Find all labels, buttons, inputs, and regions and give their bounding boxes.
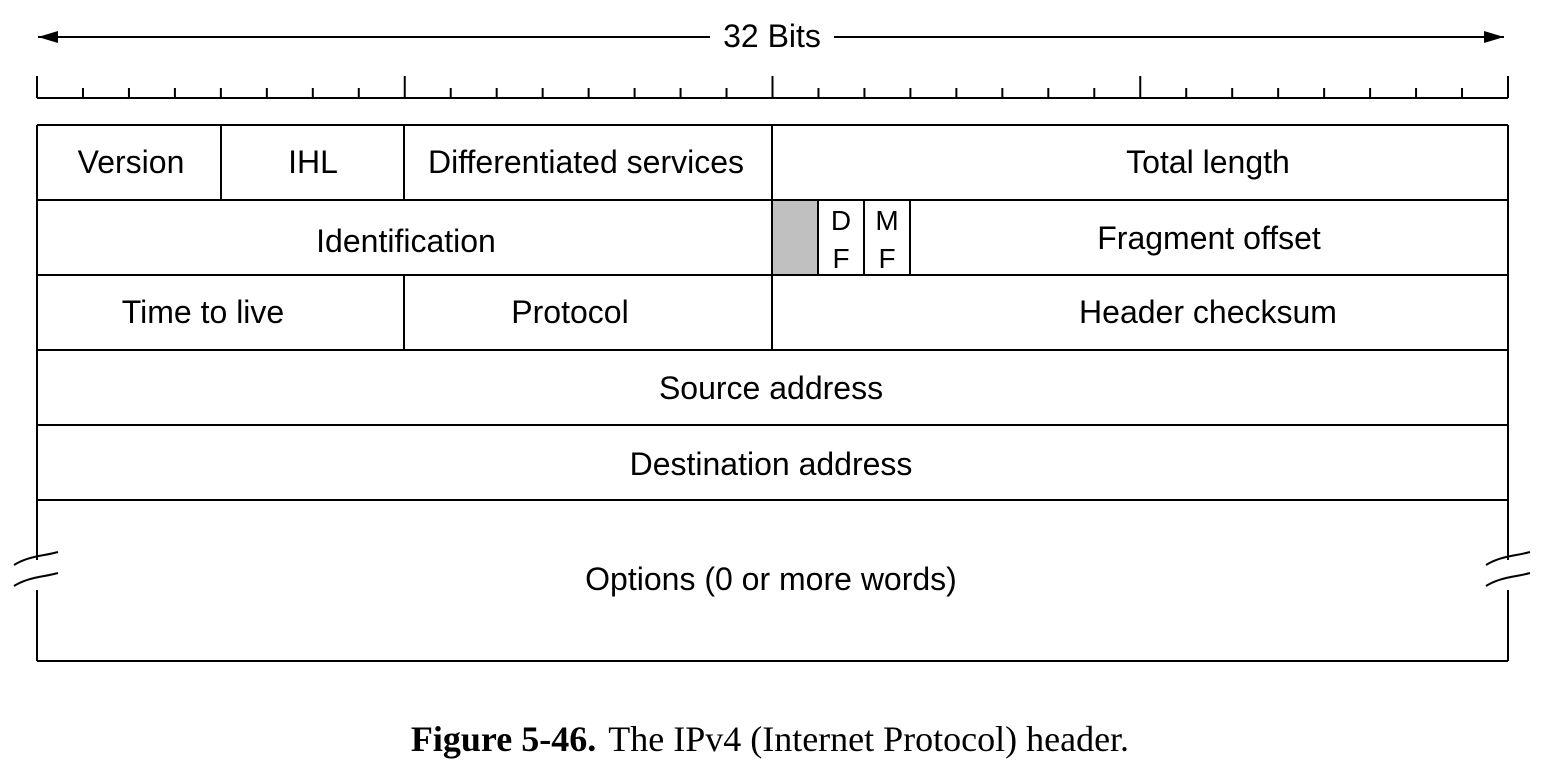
field-mf-bottom: F	[878, 243, 895, 274]
field-destination-address: Destination address	[630, 446, 913, 482]
ipv4-header-diagram: 32 Bits Version IHL Differentiated servi…	[13, 18, 1531, 662]
break-mark-right-top	[1485, 551, 1531, 566]
caption-text: The IPv4 (Internet Protocol) header.	[608, 719, 1130, 759]
field-fragment-offset: Fragment offset	[1097, 220, 1321, 256]
field-df-top: D	[831, 205, 851, 236]
bit-ruler	[36, 76, 1509, 99]
reserved-bit-cell	[773, 201, 818, 274]
field-df-bottom: F	[832, 243, 849, 274]
field-identification: Identification	[316, 223, 496, 259]
field-ihl: IHL	[288, 144, 338, 180]
caption-number: Figure 5-46.	[410, 719, 597, 759]
break-mark-right-bottom	[1485, 572, 1531, 587]
break-mark-left-top	[13, 551, 59, 566]
field-version: Version	[78, 144, 185, 180]
break-mark-left-bottom	[13, 572, 59, 587]
field-differentiated-services: Differentiated services	[428, 144, 744, 180]
field-mf-top: M	[875, 205, 898, 236]
figure-caption: Figure 5-46. The IPv4 (Internet Protocol)…	[0, 718, 1540, 760]
field-time-to-live: Time to live	[122, 294, 284, 330]
field-protocol: Protocol	[511, 294, 628, 330]
width-label: 32 Bits	[723, 18, 821, 54]
field-total-length: Total length	[1126, 144, 1290, 180]
field-source-address: Source address	[659, 370, 883, 406]
field-options: Options (0 or more words)	[585, 561, 957, 597]
field-header-checksum: Header checksum	[1079, 294, 1337, 330]
